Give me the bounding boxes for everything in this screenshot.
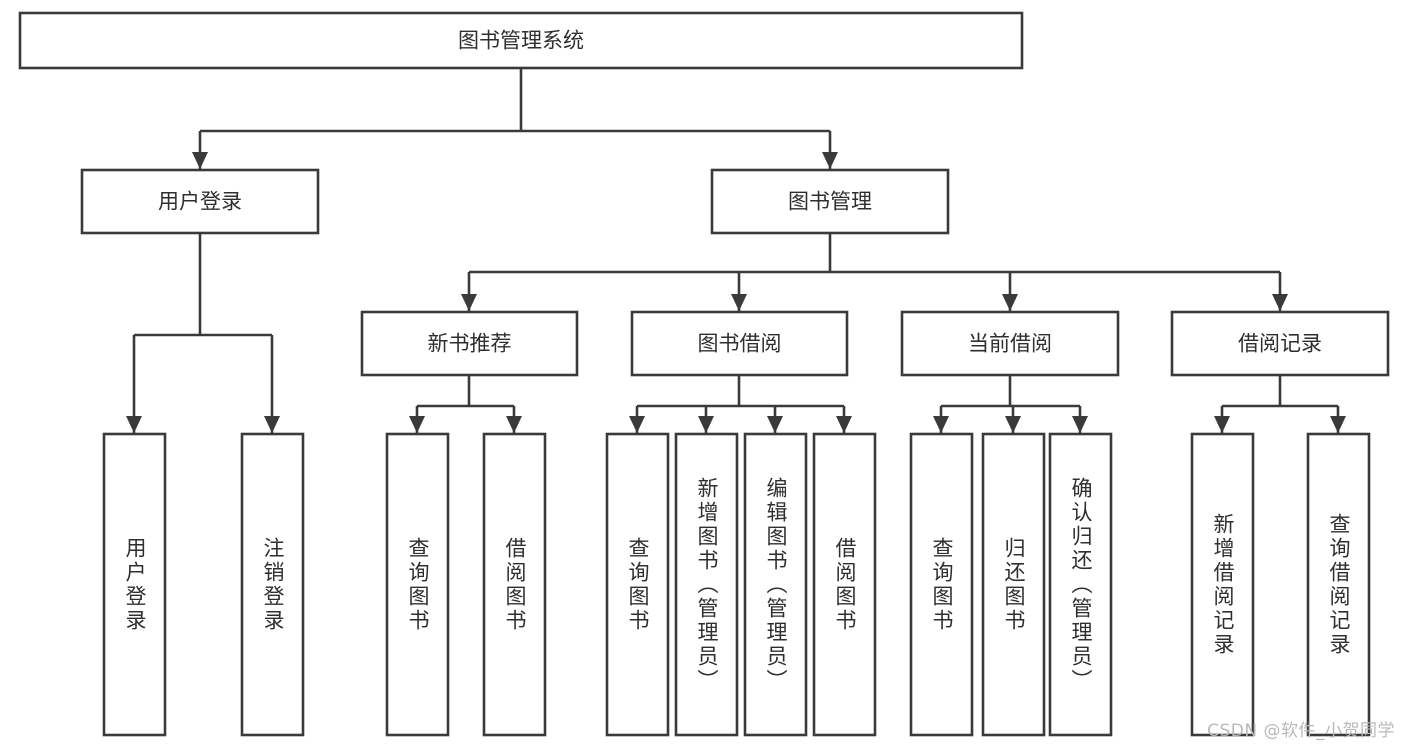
leaf-label: 编辑图书（管理员）: [764, 476, 788, 693]
leaf-label: 注销登录: [261, 536, 285, 633]
arrow-head-icon: [1214, 416, 1230, 433]
arrow-head-icon: [698, 416, 714, 433]
leaf-label: 借阅图书: [503, 536, 527, 633]
node-leaf-query-book-2[interactable]: 查询图书: [607, 434, 668, 735]
node-leaf-user-login[interactable]: [102, 432, 167, 737]
leaf-label: 新增借阅记录: [1211, 512, 1235, 657]
node-leaf-edit-book[interactable]: 编辑图书（管理员）: [745, 434, 806, 735]
leaf-label: 新增图书（管理员）: [695, 476, 719, 693]
node-leaf-user-logout[interactable]: [240, 432, 305, 737]
node-leaf-add-record[interactable]: 新增借阅记录: [1192, 434, 1253, 735]
arrow-head-icon: [1005, 416, 1021, 433]
node-leaf-add-book[interactable]: 新增图书（管理员）: [676, 434, 737, 735]
arrow-head-icon: [409, 416, 425, 433]
node-current-borrow[interactable]: [900, 310, 1120, 377]
arrow-head-icon: [767, 416, 783, 433]
arrow-head-icon: [1272, 294, 1288, 311]
node-leaf-return-book[interactable]: [981, 432, 1046, 737]
leaf-label: 查询图书: [406, 536, 430, 633]
leaf-label: 查询图书: [626, 536, 650, 633]
node-borrow-record[interactable]: [1170, 310, 1390, 377]
arrow-head-icon: [192, 152, 208, 169]
node-book-borrow-label: 图书借阅: [698, 332, 782, 356]
arrow-head-icon: [126, 416, 142, 433]
arrow-head-icon: [1330, 416, 1346, 433]
node-leaf-query-book-1[interactable]: 查询图书: [387, 434, 448, 735]
arrow-head-icon: [264, 416, 280, 433]
node-leaf-borrow-book-1[interactable]: [482, 432, 547, 737]
node-leaf-query-book-1[interactable]: [385, 432, 450, 737]
arrow-head-icon: [461, 294, 477, 311]
connectors-layer: [126, 68, 1346, 433]
leaf-label: 确认归还（管理员）: [1069, 476, 1093, 693]
node-leaf-borrow-book-2[interactable]: 借阅图书: [814, 434, 875, 735]
node-book-manage[interactable]: [710, 168, 950, 235]
node-current-borrow-label: 当前借阅: [968, 332, 1052, 356]
node-leaf-borrow-book-2[interactable]: [812, 432, 877, 737]
node-book-borrow[interactable]: [630, 310, 849, 377]
node-leaf-user-login[interactable]: 用户登录: [104, 434, 165, 735]
node-leaf-query-book-3[interactable]: 查询图书: [911, 434, 972, 735]
arrow-head-icon: [1002, 294, 1018, 311]
node-leaf-add-record[interactable]: [1190, 432, 1255, 737]
leaf-label: 借阅图书: [833, 536, 857, 633]
leaf-label: 用户登录: [123, 536, 147, 633]
node-new-book-rec[interactable]: [360, 310, 579, 377]
node-new-book-rec-label: 新书推荐: [428, 332, 512, 356]
node-leaf-confirm-return[interactable]: 确认归还（管理员）: [1050, 434, 1111, 735]
node-user-login[interactable]: [80, 168, 320, 235]
node-book-manage-label: 图书管理: [788, 190, 872, 214]
node-leaf-query-record[interactable]: [1306, 432, 1371, 737]
node-leaf-return-book[interactable]: 归还图书: [983, 434, 1044, 735]
node-user-login-label: 用户登录: [158, 190, 242, 214]
node-root[interactable]: [18, 11, 1024, 70]
arrow-head-icon: [933, 416, 949, 433]
arrow-head-icon: [731, 294, 747, 311]
node-leaf-user-logout[interactable]: 注销登录: [242, 434, 303, 735]
leaf-label: 查询借阅记录: [1327, 512, 1351, 657]
node-leaf-query-record[interactable]: 查询借阅记录: [1308, 434, 1369, 735]
arrow-head-icon: [836, 416, 852, 433]
node-leaf-add-book[interactable]: [674, 432, 739, 737]
boxes-layer: [18, 11, 1390, 737]
arrow-head-icon: [1072, 416, 1088, 433]
node-borrow-record-label: 借阅记录: [1238, 332, 1322, 356]
arrow-head-icon: [506, 416, 522, 433]
node-root-label: 图书管理系统: [458, 29, 584, 53]
node-leaf-confirm-return[interactable]: [1048, 432, 1113, 737]
arrow-head-icon: [822, 152, 838, 169]
node-leaf-borrow-book-1[interactable]: 借阅图书: [484, 434, 545, 735]
leaf-label: 查询图书: [930, 536, 954, 633]
arrow-head-icon: [629, 416, 645, 433]
node-leaf-query-book-2[interactable]: [605, 432, 670, 737]
watermark: CSDN @软件_小贺同学: [1207, 721, 1395, 741]
node-leaf-edit-book[interactable]: [743, 432, 808, 737]
leaf-label: 归还图书: [1002, 536, 1026, 633]
node-leaf-query-book-3[interactable]: [909, 432, 974, 737]
